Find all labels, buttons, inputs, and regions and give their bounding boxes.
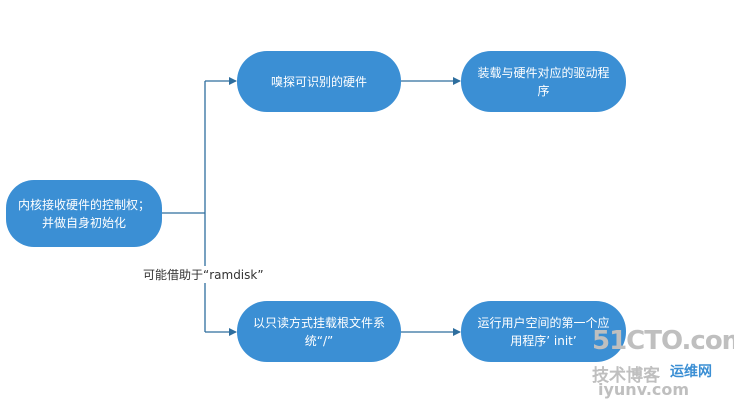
- node-load-line-2: 序: [537, 83, 550, 98]
- node-mount-line-1: 以只读方式挂载根文件系: [252, 315, 385, 330]
- node-run-line-1: 运行用户空间的第一个应: [477, 315, 610, 330]
- node-kernel-init: 内核接收硬件的控制权； 并做自身初始化: [6, 180, 162, 247]
- node-load-line-1: 装载与硬件对应的驱动程: [477, 65, 610, 80]
- node-mount-rootfs: 以只读方式挂载根文件系 统“/”: [237, 301, 401, 362]
- edge-label-ramdisk: 可能借助于“ramdisk”: [143, 266, 264, 283]
- node-load-drivers: 装载与硬件对应的驱动程 序: [461, 51, 626, 112]
- node-kernel-line-1: 内核接收硬件的控制权；: [17, 197, 150, 212]
- node-sniff-hardware: 嗅探可识别的硬件: [237, 51, 401, 112]
- node-kernel-line-2: 并做自身初始化: [41, 215, 126, 230]
- node-run-init: 运行用户空间的第一个应 用程序’ init’: [461, 301, 626, 362]
- node-sniff-line-1: 嗅探可识别的硬件: [270, 74, 367, 89]
- node-run-line-2: 用程序’ init’: [510, 333, 577, 348]
- node-mount-line-2: 统“/”: [304, 333, 334, 348]
